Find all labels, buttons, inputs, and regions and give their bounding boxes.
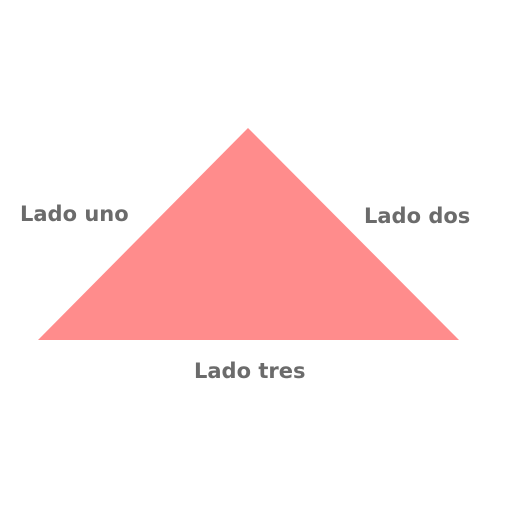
side-two-label: Lado dos: [364, 204, 471, 228]
side-three-label: Lado tres: [194, 359, 306, 383]
side-one-label: Lado uno: [20, 202, 129, 226]
triangle-shape: [38, 128, 459, 340]
